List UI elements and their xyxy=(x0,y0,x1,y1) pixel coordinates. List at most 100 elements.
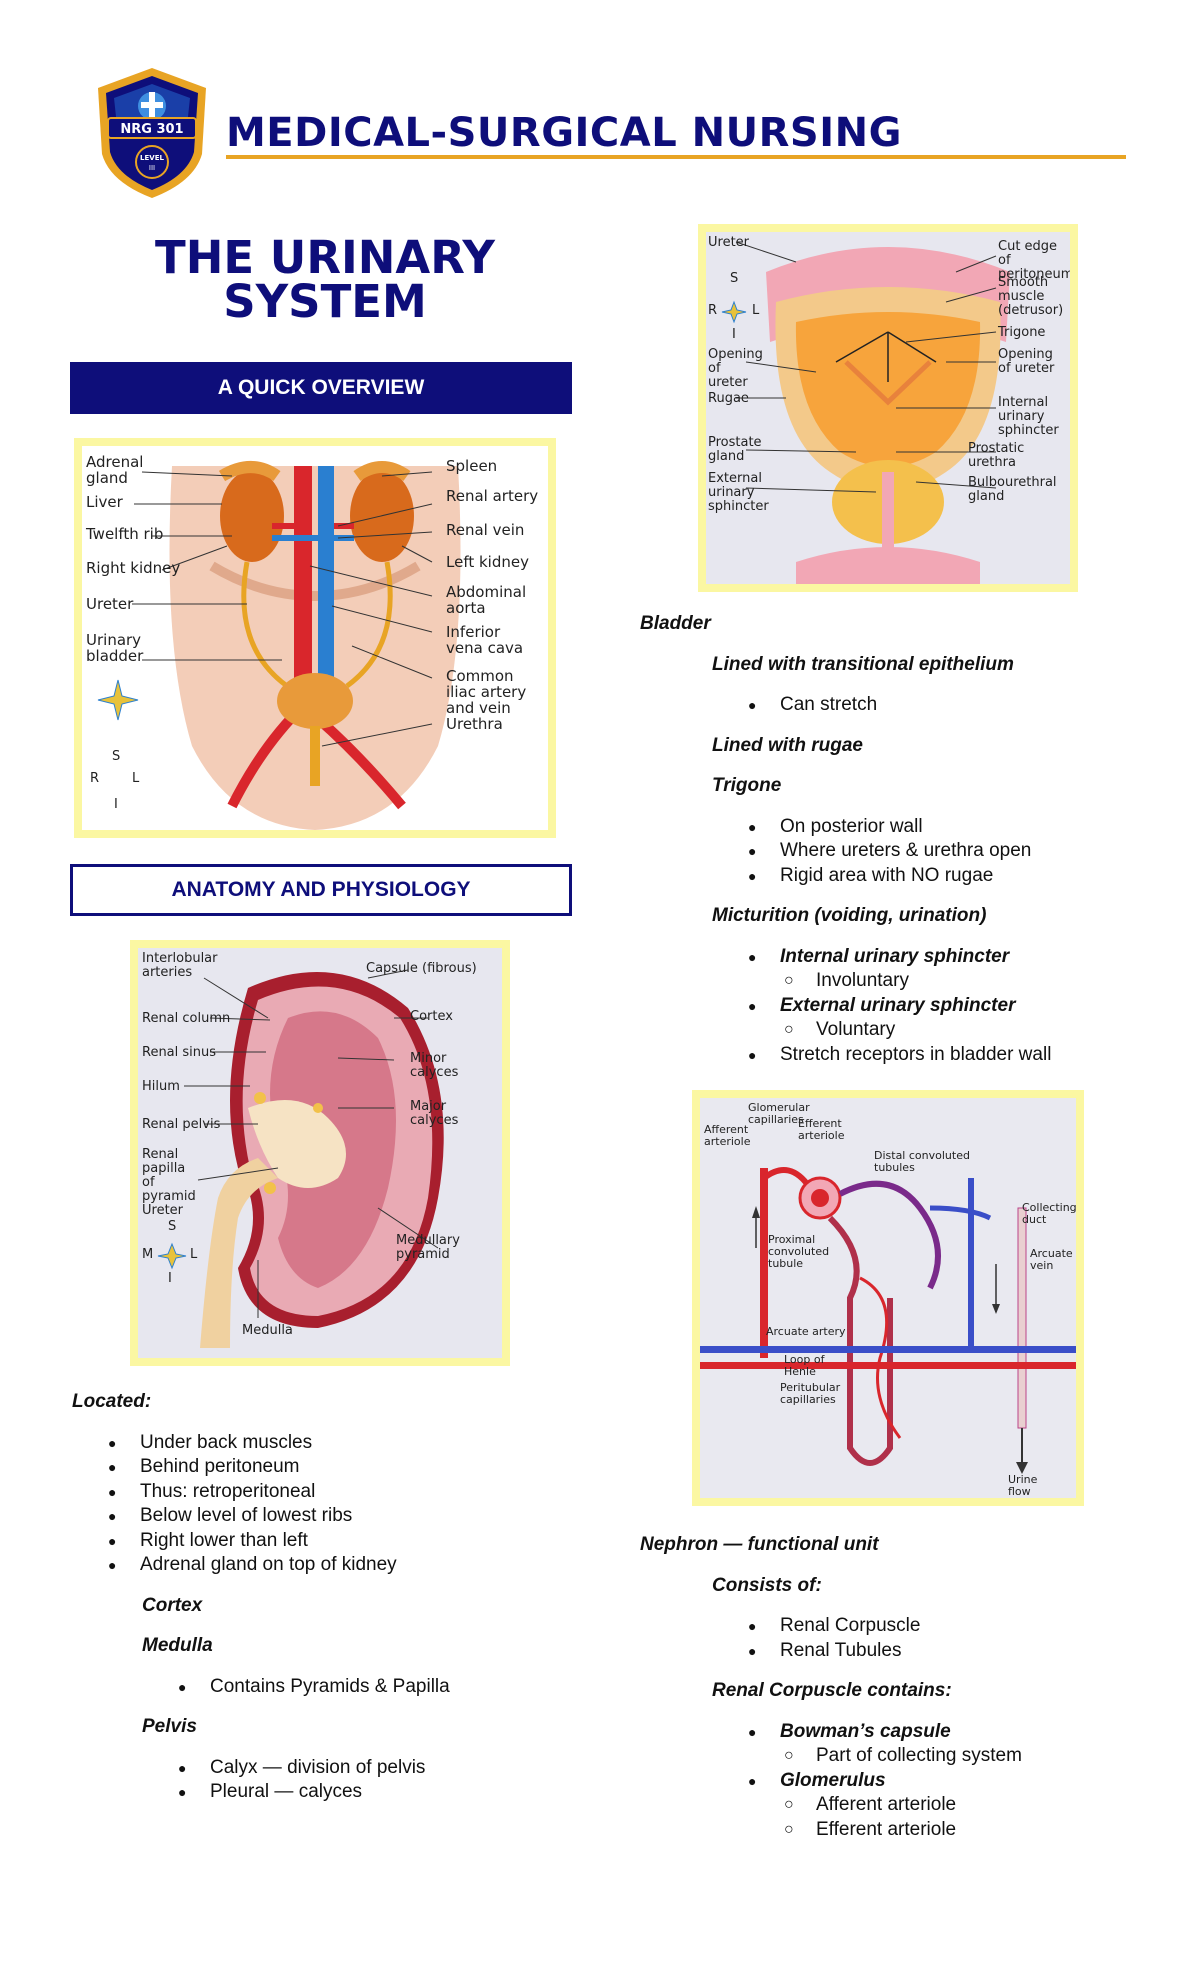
figure-urinary-overview: Adrenal gland Liver Twelfth rib Right ki… xyxy=(74,438,556,838)
located-item: Thus: retroperitoneal xyxy=(106,1480,552,1505)
nephron-label-glomerular: Glomerular capillaries xyxy=(748,1101,810,1126)
located-item: Behind peritoneum xyxy=(106,1455,552,1480)
bladder-label-external-sphincter: External urinary sphincter xyxy=(708,471,769,514)
located-item: Adrenal gland on top of kidney xyxy=(106,1553,552,1578)
pelvis-heading: Pelvis xyxy=(142,1716,197,1737)
overview-label-bladder: Urinary bladder xyxy=(86,631,144,665)
bowman-item: Bowman’s capsule xyxy=(746,1720,1160,1745)
bladder-epithelium-item: Can stretch xyxy=(746,693,1160,718)
nephron-label-urine-flow: Urine flow xyxy=(1008,1473,1038,1498)
bladder-label-peritoneum: Cut edge of peritoneum xyxy=(998,239,1070,282)
consists-heading: Consists of: xyxy=(712,1574,822,1596)
bladder-label-internal-sphincter: Internal urinary sphincter xyxy=(998,395,1059,438)
bladder-label-opening-right: Opening of ureter xyxy=(998,347,1055,376)
bladder-compass-s: S xyxy=(730,271,739,286)
kidney-label-ureter: Ureter xyxy=(142,1203,184,1218)
nephron-label-collecting: Collecting duct xyxy=(1022,1201,1076,1226)
pelvis-item: Pleural — calyces xyxy=(176,1780,552,1805)
overview-label-right-kidney: Right kidney xyxy=(86,559,181,577)
bladder-compass-r: R xyxy=(708,303,718,318)
bladder-label-detrusor: Smooth muscle (detrusor) xyxy=(998,275,1064,318)
overview-label-ureter: Ureter xyxy=(86,595,134,613)
figure-nephron: Glomerular capillaries Afferent arteriol… xyxy=(692,1090,1084,1506)
overview-label-aorta: Abdominal aorta xyxy=(446,583,527,617)
overview-label-liver: Liver xyxy=(86,493,123,511)
overview-label-urethra: Urethra xyxy=(446,715,503,733)
nephron-label-distal: Distal convoluted tubules xyxy=(874,1149,970,1174)
consists-item: Renal Corpuscle xyxy=(746,1614,1160,1639)
section-band-anatomy: ANATOMY AND PHYSIOLOGY xyxy=(70,864,572,916)
located-item: Under back muscles xyxy=(106,1431,552,1456)
medulla-item: Contains Pyramids & Papilla xyxy=(176,1675,552,1700)
kidney-label-medulla: Medulla xyxy=(242,1323,293,1338)
nephron-label-efferent: Efferent arteriole xyxy=(798,1117,845,1142)
document-title-line2: SYSTEM xyxy=(223,275,427,328)
overview-label-left-kidney: Left kidney xyxy=(446,553,529,571)
micturition-heading: Micturition (voiding, urination) xyxy=(712,905,987,926)
bladder-compass-i: I xyxy=(732,327,736,342)
internal-sphincter-item: Internal urinary sphincter xyxy=(746,945,1160,970)
kidney-compass-s: S xyxy=(168,1219,177,1234)
kidney-label-hilum: Hilum xyxy=(142,1079,180,1094)
overview-label-rib: Twelfth rib xyxy=(86,525,164,543)
internal-sphincter-sub: Involuntary xyxy=(712,969,1160,994)
pelvis-item: Calyx — division of pelvis xyxy=(176,1756,552,1781)
nephron-section: Nephron — functional unit Consists of: R… xyxy=(640,1533,1160,1842)
overview-label-adrenal: Adrenal gland xyxy=(86,453,144,487)
located-item: Right lower than left xyxy=(106,1529,552,1554)
bladder-rugae-heading: Lined with rugae xyxy=(712,734,863,756)
bladder-trigone-heading: Trigone xyxy=(712,775,782,796)
overview-compass-s: S xyxy=(112,749,121,764)
section-band-overview: A QUICK OVERVIEW xyxy=(70,362,572,414)
trigone-item: Rigid area with NO rugae xyxy=(746,864,1160,889)
figure-kidney-section: Interlobular arteries Renal column Renal… xyxy=(130,940,510,1366)
overview-compass-i: I xyxy=(114,797,118,812)
bladder-label-prostatic-urethra: Prostatic urethra xyxy=(968,441,1025,470)
kidney-label-renal-sinus: Renal sinus xyxy=(142,1045,217,1060)
bladder-label-opening-left: Opening of ureter xyxy=(708,347,763,390)
kidney-label-cortex: Cortex xyxy=(410,1009,453,1024)
bladder-label-trigone: Trigone xyxy=(998,325,1046,340)
nephron-heading: Nephron — functional unit xyxy=(640,1534,879,1555)
kidney-label-major-calyces: Major calyces xyxy=(410,1099,459,1128)
figure-bladder: Ureter Opening of ureter Rugae Prostate … xyxy=(698,224,1078,592)
consists-item: Renal Tubules xyxy=(746,1639,1160,1664)
document-title-line1: THE URINARY xyxy=(155,231,495,284)
overview-label-iliac: Common iliac artery and vein xyxy=(446,667,527,717)
document-title: THE URINARY SYSTEM xyxy=(120,231,530,328)
external-sphincter-sub: Voluntary xyxy=(712,1018,1160,1043)
course-logo: NRG 301 LEVEL III xyxy=(94,66,210,200)
bladder-heading: Bladder xyxy=(640,613,711,634)
bladder-compass-l: L xyxy=(752,303,760,318)
logo-course-text: NRG 301 xyxy=(120,122,183,137)
located-item: Below level of lowest ribs xyxy=(106,1504,552,1529)
kidney-label-renal-pelvis: Renal pelvis xyxy=(142,1117,221,1132)
glomerulus-sub: Afferent arteriole xyxy=(712,1793,1160,1818)
nephron-label-peritubular: Peritubular capillaries xyxy=(780,1381,841,1406)
overview-label-renal-vein: Renal vein xyxy=(446,521,525,539)
nephron-label-arcuate-artery: Arcuate artery xyxy=(766,1325,846,1338)
kidney-label-interlobular: Interlobular arteries xyxy=(142,951,218,980)
bladder-label-ureter: Ureter xyxy=(708,235,750,250)
bladder-label-prostate: Prostate gland xyxy=(708,435,762,464)
kidney-compass-l: L xyxy=(190,1247,198,1262)
bladder-label-bulbourethral: Bulbourethral gland xyxy=(968,475,1057,504)
logo-level-num: III xyxy=(149,164,155,172)
bladder-label-rugae: Rugae xyxy=(708,391,749,406)
stretch-receptors-item: Stretch receptors in bladder wall xyxy=(746,1043,1160,1068)
nephron-label-arcuate-vein: Arcuate vein xyxy=(1030,1247,1073,1272)
overview-compass-r: R xyxy=(90,771,100,786)
medulla-heading: Medulla xyxy=(142,1635,213,1656)
overview-label-spleen: Spleen xyxy=(446,457,498,475)
overview-label-ivc: Inferior vena cava xyxy=(446,623,524,657)
cortex-heading: Cortex xyxy=(142,1594,203,1616)
kidney-label-minor-calyces: Minor calyces xyxy=(410,1051,459,1080)
trigone-item: Where ureters & urethra open xyxy=(746,839,1160,864)
glomerulus-item: Glomerulus xyxy=(746,1769,1160,1794)
nephron-label-proximal: Proximal convoluted tubule xyxy=(768,1233,830,1270)
header-divider xyxy=(226,155,1126,159)
kidney-compass-m: M xyxy=(142,1247,154,1262)
kidney-label-medullary-pyramid: Medullary pyramid xyxy=(396,1233,460,1262)
nephron-label-afferent: Afferent arteriole xyxy=(704,1123,751,1148)
bowman-sub: Part of collecting system xyxy=(712,1744,1160,1769)
